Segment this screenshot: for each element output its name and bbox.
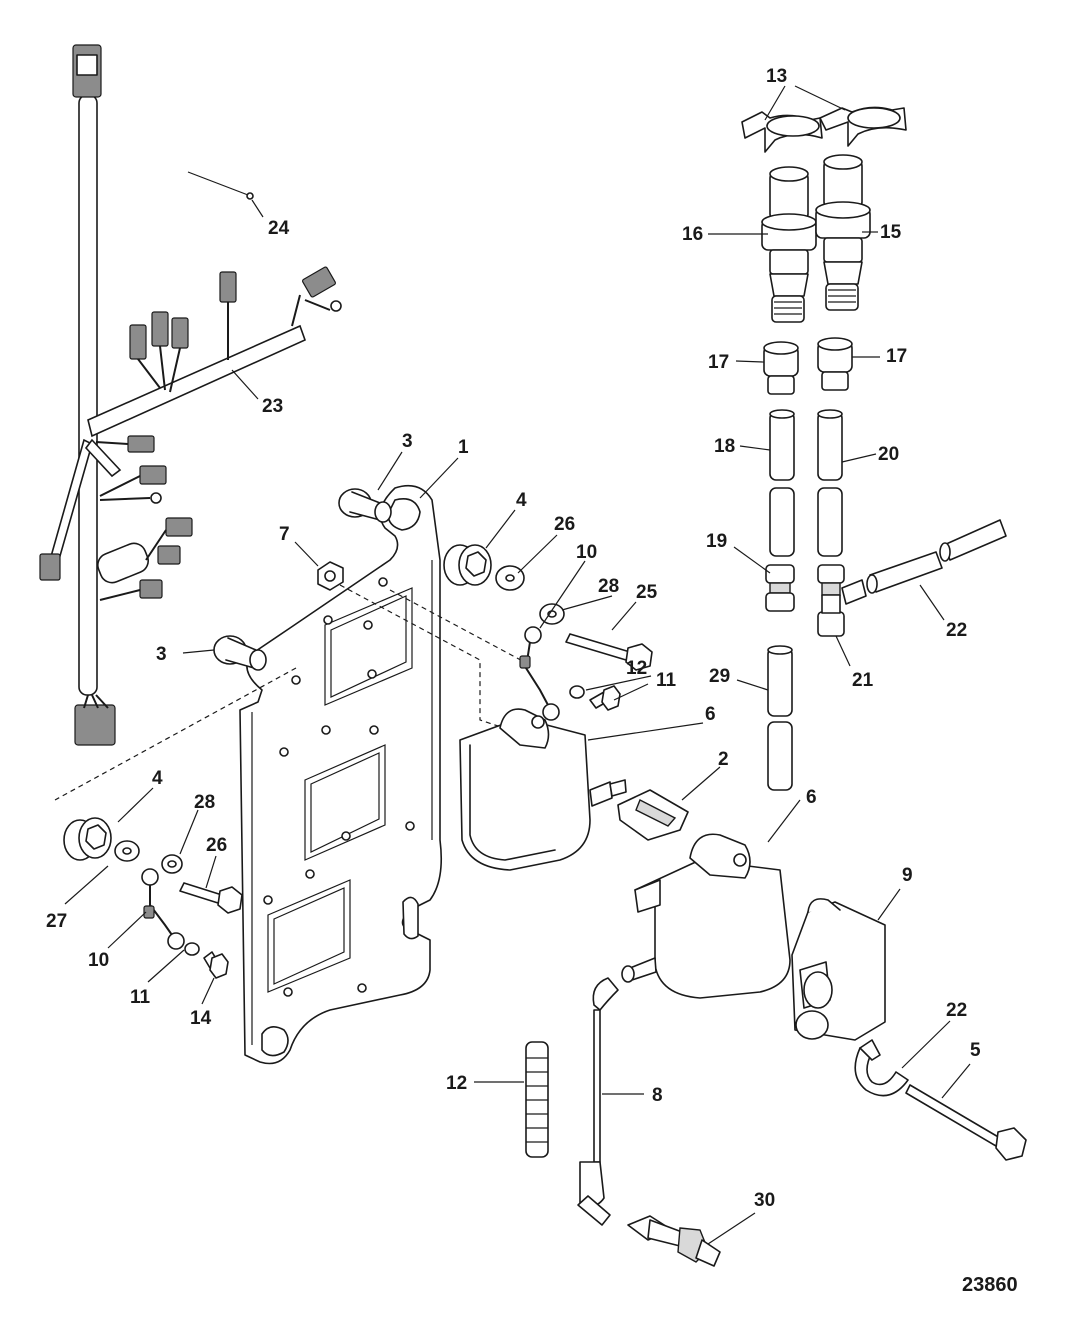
callout: 20 bbox=[878, 444, 899, 465]
screw bbox=[203, 685, 621, 979]
callout: 4 bbox=[516, 490, 527, 511]
long-bolt bbox=[905, 1084, 1027, 1161]
callout: 3 bbox=[156, 644, 167, 665]
callout: 27 bbox=[46, 911, 67, 932]
grommet bbox=[213, 635, 267, 671]
callout: 10 bbox=[576, 542, 597, 563]
bolt bbox=[179, 633, 653, 914]
leader-lines bbox=[64, 85, 971, 1245]
callout: 28 bbox=[194, 792, 215, 813]
callout: 13 bbox=[766, 66, 787, 87]
cable-tie bbox=[187, 171, 254, 200]
hose bbox=[767, 409, 1007, 791]
callout: 9 bbox=[902, 865, 913, 886]
clamp bbox=[854, 1039, 909, 1097]
callout: 1 bbox=[458, 437, 469, 458]
callout: 15 bbox=[880, 222, 902, 243]
callout: 8 bbox=[652, 1085, 663, 1106]
sleeve bbox=[525, 1041, 549, 1158]
ground-lead bbox=[141, 626, 560, 950]
callout: 28 bbox=[598, 576, 619, 597]
callout: 3 bbox=[402, 431, 413, 452]
sensor-clamp bbox=[741, 106, 907, 153]
assembly-line bbox=[54, 667, 297, 801]
ignition-coil bbox=[459, 708, 627, 871]
spark-plug bbox=[627, 1215, 721, 1267]
callout: 17 bbox=[886, 346, 907, 367]
callout: 11 bbox=[656, 670, 677, 691]
figure-number: 23860 bbox=[962, 1274, 1018, 1296]
callout: 14 bbox=[190, 1008, 212, 1029]
grommet bbox=[338, 488, 392, 523]
pressure-sensor bbox=[815, 154, 871, 311]
hose-connector bbox=[765, 564, 795, 612]
callout: 16 bbox=[682, 224, 703, 245]
pressure-sensor bbox=[761, 166, 817, 323]
callout: 6 bbox=[705, 704, 716, 725]
assembly-line bbox=[339, 584, 511, 731]
wiring-harness bbox=[39, 44, 342, 746]
callout: 22 bbox=[946, 1000, 967, 1021]
callout: 12 bbox=[626, 658, 647, 679]
callout: 18 bbox=[714, 436, 735, 457]
callout: 21 bbox=[852, 670, 874, 691]
boot bbox=[617, 789, 689, 841]
callout: 25 bbox=[636, 582, 658, 603]
callout: 24 bbox=[268, 218, 290, 239]
callout: 6 bbox=[806, 787, 817, 808]
callout: 12 bbox=[446, 1073, 467, 1094]
callout: 4 bbox=[152, 768, 163, 789]
callout: 26 bbox=[206, 835, 227, 856]
callout: 7 bbox=[279, 524, 290, 545]
ignition-coil bbox=[621, 833, 791, 999]
callout: 29 bbox=[709, 666, 730, 687]
callout: 2 bbox=[718, 749, 729, 770]
callouts: 13 15 16 17 17 18 20 19 21 22 29 24 23 3… bbox=[46, 66, 1018, 1296]
callout: 11 bbox=[130, 987, 151, 1008]
tee-connector bbox=[817, 564, 867, 637]
callout: 30 bbox=[754, 1190, 775, 1211]
bushing bbox=[443, 544, 492, 586]
callout: 17 bbox=[708, 352, 729, 373]
spark-plug-lead bbox=[577, 977, 619, 1226]
callout: 26 bbox=[554, 514, 575, 535]
fitting bbox=[763, 337, 853, 395]
bushing bbox=[63, 817, 112, 861]
lock-washer bbox=[184, 685, 585, 956]
nut bbox=[317, 561, 344, 591]
callout: 10 bbox=[88, 950, 109, 971]
ignition-module bbox=[791, 898, 886, 1041]
callout: 22 bbox=[946, 620, 967, 641]
callout: 23 bbox=[262, 396, 283, 417]
callout: 19 bbox=[706, 531, 727, 552]
callout: 5 bbox=[970, 1040, 981, 1061]
mounting-plate bbox=[239, 484, 443, 1065]
